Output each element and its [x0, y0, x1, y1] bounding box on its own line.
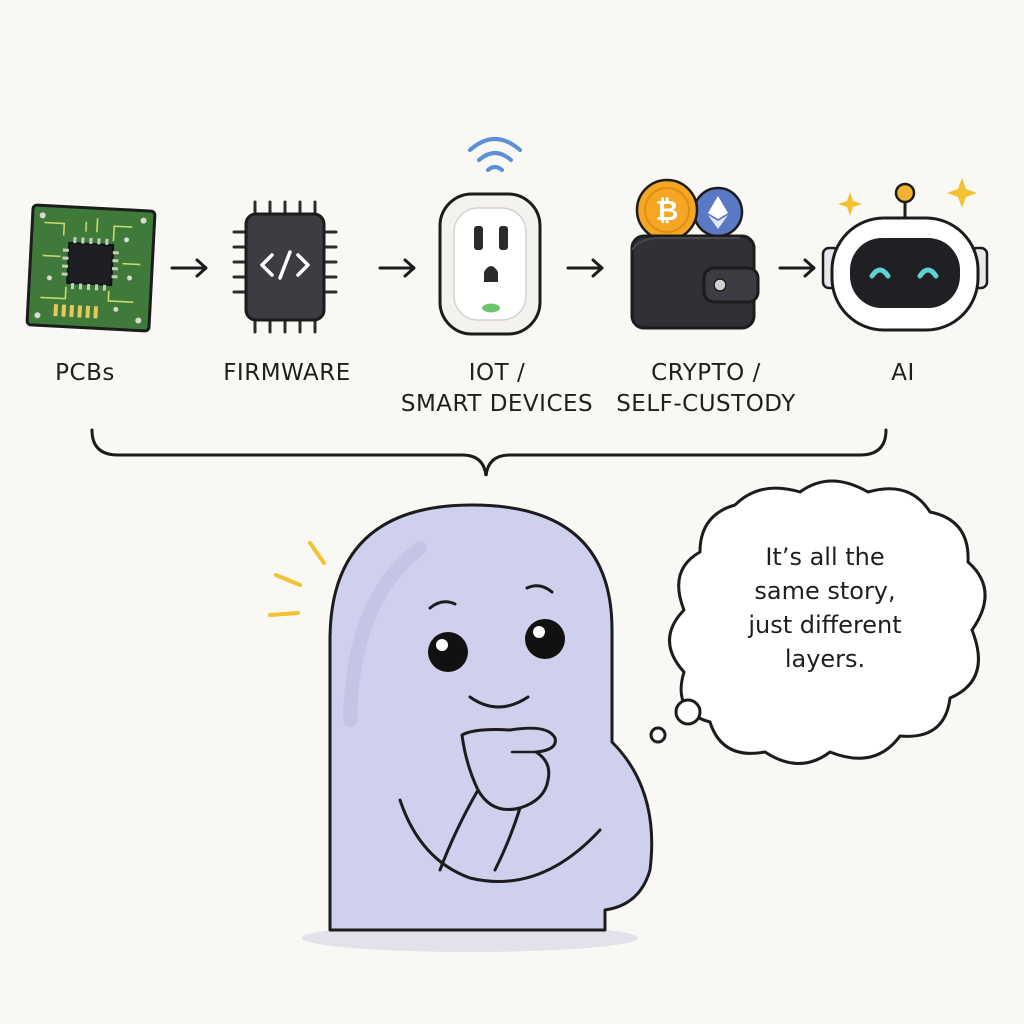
thought-line-3: just different: [748, 611, 902, 640]
stage-label-ai: AI: [891, 360, 915, 386]
ethereum-coin-icon: [692, 186, 744, 238]
stage-label-firmware: FIRMWARE: [223, 360, 351, 386]
thought-line-2: same story,: [754, 577, 896, 606]
stage-label-iot: IOT / SMART DEVICES: [400, 360, 594, 418]
arrow-right-icon: [566, 258, 604, 278]
stage-label-crypto: CRYPTO / SELF-CUSTODY: [616, 360, 796, 418]
thought-line-1: It’s all the: [765, 543, 885, 571]
svg-text:₿: ₿: [656, 194, 679, 227]
arrow-right-icon: [170, 258, 208, 278]
sparkle-icon: [838, 178, 977, 216]
arrow-right-icon: [778, 258, 816, 278]
robot-icon: [821, 182, 989, 332]
wallet-icon: [630, 234, 760, 330]
wifi-icon: [468, 137, 522, 172]
chip-code-icon: [232, 200, 338, 334]
thinking-lines-icon: [268, 541, 326, 617]
thought-line-4: layers.: [784, 645, 866, 674]
character: [328, 503, 654, 932]
grouping-brace: [90, 428, 888, 477]
pcb-icon: [25, 203, 157, 333]
arrow-right-icon: [378, 258, 416, 278]
thought-text: It’s all the same story, just different …: [700, 540, 950, 676]
smart-plug-icon: [438, 192, 542, 336]
stage-label-pcbs: PCBs: [55, 360, 115, 386]
bitcoin-coin-icon: ₿: [635, 178, 699, 242]
thought-bubble: [649, 479, 987, 765]
